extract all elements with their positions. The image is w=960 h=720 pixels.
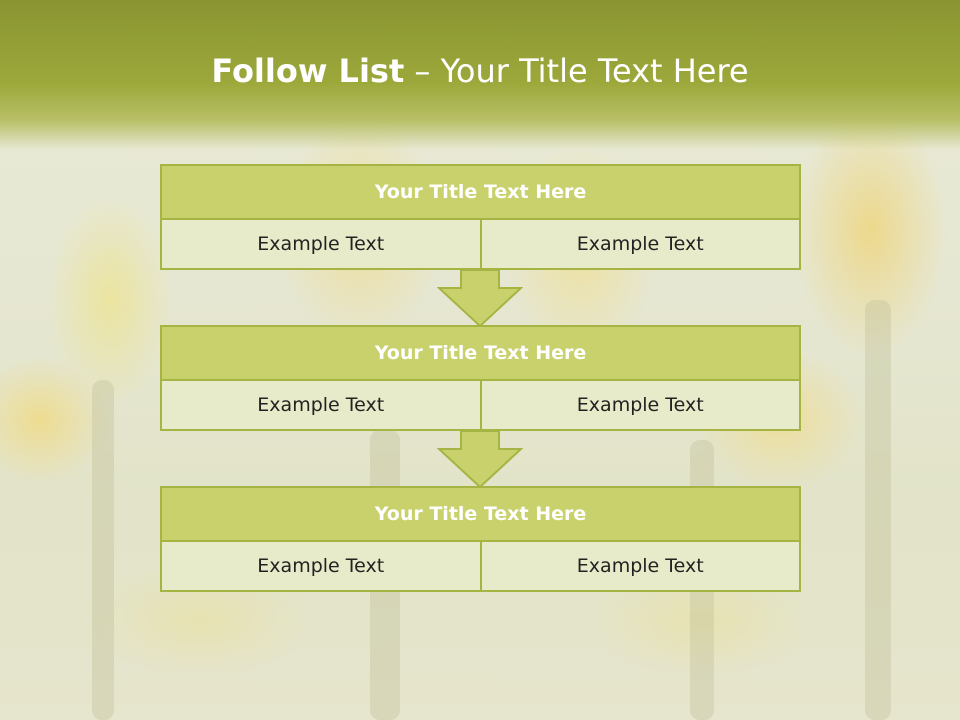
down-arrow-icon [437, 431, 523, 489]
list-block-3: Your Title Text Here Example Text Exampl… [160, 486, 801, 592]
block-row: Example Text Example Text [160, 542, 801, 592]
list-block-2: Your Title Text Here Example Text Exampl… [160, 325, 801, 431]
block-row: Example Text Example Text [160, 220, 801, 270]
block-cell-right: Example Text [481, 542, 801, 592]
title-rest: – Your Title Text Here [414, 52, 749, 90]
title-bold: Follow List [211, 52, 405, 90]
block-cell-right: Example Text [481, 381, 801, 431]
slide-title: Follow List – Your Title Text Here [0, 52, 960, 90]
block-cell-left: Example Text [160, 220, 482, 270]
down-arrow-icon [437, 270, 523, 328]
block-title: Your Title Text Here [160, 325, 801, 381]
block-row: Example Text Example Text [160, 381, 801, 431]
block-cell-right: Example Text [481, 220, 801, 270]
background-stem [92, 380, 114, 720]
block-title: Your Title Text Here [160, 486, 801, 542]
block-cell-left: Example Text [160, 542, 482, 592]
block-title: Your Title Text Here [160, 164, 801, 220]
list-block-1: Your Title Text Here Example Text Exampl… [160, 164, 801, 270]
header-band [0, 0, 960, 150]
background-stem [865, 300, 891, 720]
block-cell-left: Example Text [160, 381, 482, 431]
